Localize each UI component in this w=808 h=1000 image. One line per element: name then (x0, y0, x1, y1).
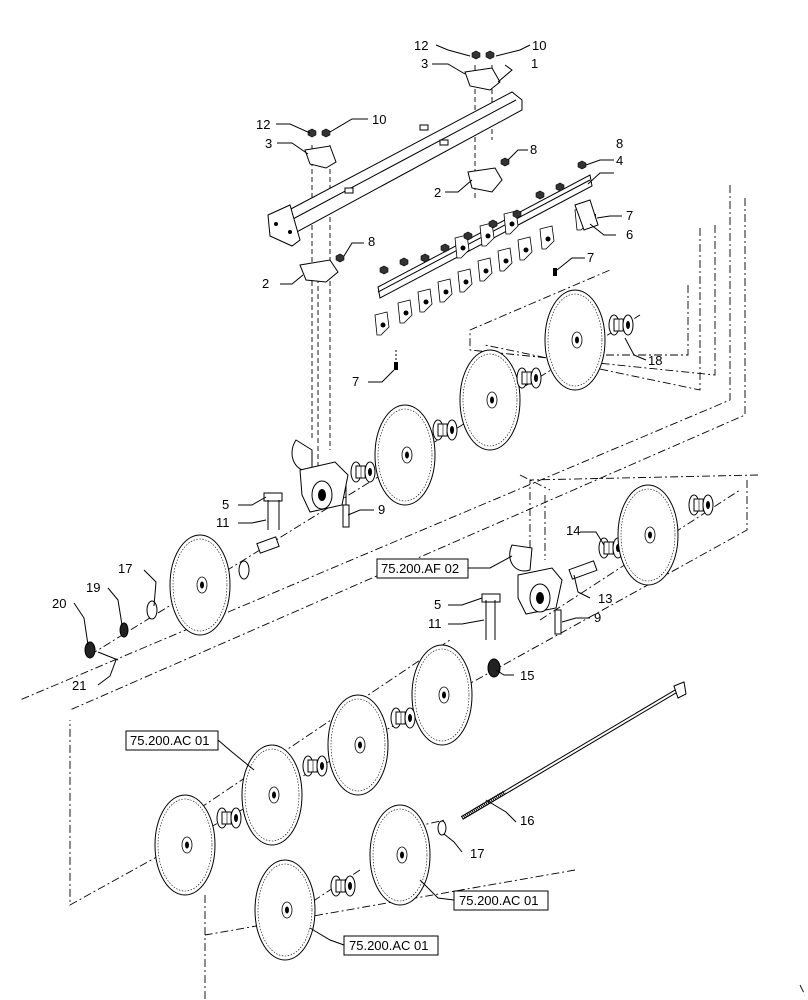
callout-3-top: 3 (421, 56, 428, 71)
callout-18: 18 (648, 353, 662, 368)
callout-17-right: 17 (470, 846, 484, 861)
callout-17-left: 17 (118, 561, 132, 576)
callout-16: 16 (520, 813, 534, 828)
callout-7-left: 7 (352, 374, 359, 389)
callout-11-left: 11 (216, 515, 230, 530)
top-mounts (304, 50, 501, 169)
ref-label-ac01-mid[interactable]: 75.200.AC 01 (459, 893, 539, 908)
callout-12-top: 12 (414, 38, 428, 53)
callout-2-center: 2 (434, 185, 441, 200)
ref-label-ac01-upper[interactable]: 75.200.AC 01 (130, 733, 210, 748)
upper-discs (350, 289, 634, 506)
ref-label-af02[interactable]: 75.200.AF 02 (381, 561, 459, 576)
axle-rod (460, 681, 687, 820)
callout-9-left: 9 (378, 502, 385, 517)
callout-5-left: 5 (222, 497, 229, 512)
left-bolts (256, 492, 283, 554)
callout-3-left: 3 (265, 136, 272, 151)
callout-8-center: 8 (530, 142, 537, 157)
callout-11-right: 11 (428, 616, 442, 631)
lower-discs (154, 644, 501, 961)
callout-20: 20 (52, 596, 66, 611)
callout-13: 13 (598, 591, 612, 606)
callout-14: 14 (566, 523, 580, 538)
callout-5-right: 5 (434, 597, 441, 612)
callout-1: 1 (531, 56, 538, 71)
callout-19: 19 (86, 580, 100, 595)
bracket-6 (574, 199, 599, 231)
callout-6: 6 (626, 227, 633, 242)
callout-8-left: 8 (368, 234, 375, 249)
callout-9-right: 9 (594, 610, 601, 625)
callout-4: 4 (616, 153, 623, 168)
clamps (299, 157, 510, 283)
leader-lines (73, 44, 647, 946)
ref-box-ac01-mid (453, 890, 549, 911)
ref-label-ac01-lower[interactable]: 75.200.AC 01 (349, 938, 429, 953)
ref-box-ac01-lower (343, 935, 439, 956)
callout-7-mid: 7 (587, 250, 594, 265)
left-disc-stack (84, 534, 250, 661)
callout-labels: 12 10 3 1 12 10 3 8 8 4 2 7 6 8 7 2 18 7… (52, 38, 662, 861)
callout-7-right: 7 (626, 208, 633, 223)
callout-10-left: 10 (372, 112, 386, 127)
callout-10-top: 10 (532, 38, 546, 53)
callout-2-left: 2 (262, 276, 269, 291)
callout-8-right: 8 (616, 136, 623, 151)
right-assembly (481, 484, 714, 640)
ref-box-ac01-upper (125, 730, 219, 751)
callout-15: 15 (520, 668, 534, 683)
left-assembly (291, 439, 350, 528)
callout-12-left: 12 (256, 117, 270, 132)
ref-box-af02 (376, 558, 469, 579)
callout-21: 21 (72, 678, 86, 693)
reference-boxes: 75.200.AF 02 75.200.AC 01 75.200.AC 01 7… (125, 558, 549, 956)
toolbar-bar (267, 91, 523, 247)
